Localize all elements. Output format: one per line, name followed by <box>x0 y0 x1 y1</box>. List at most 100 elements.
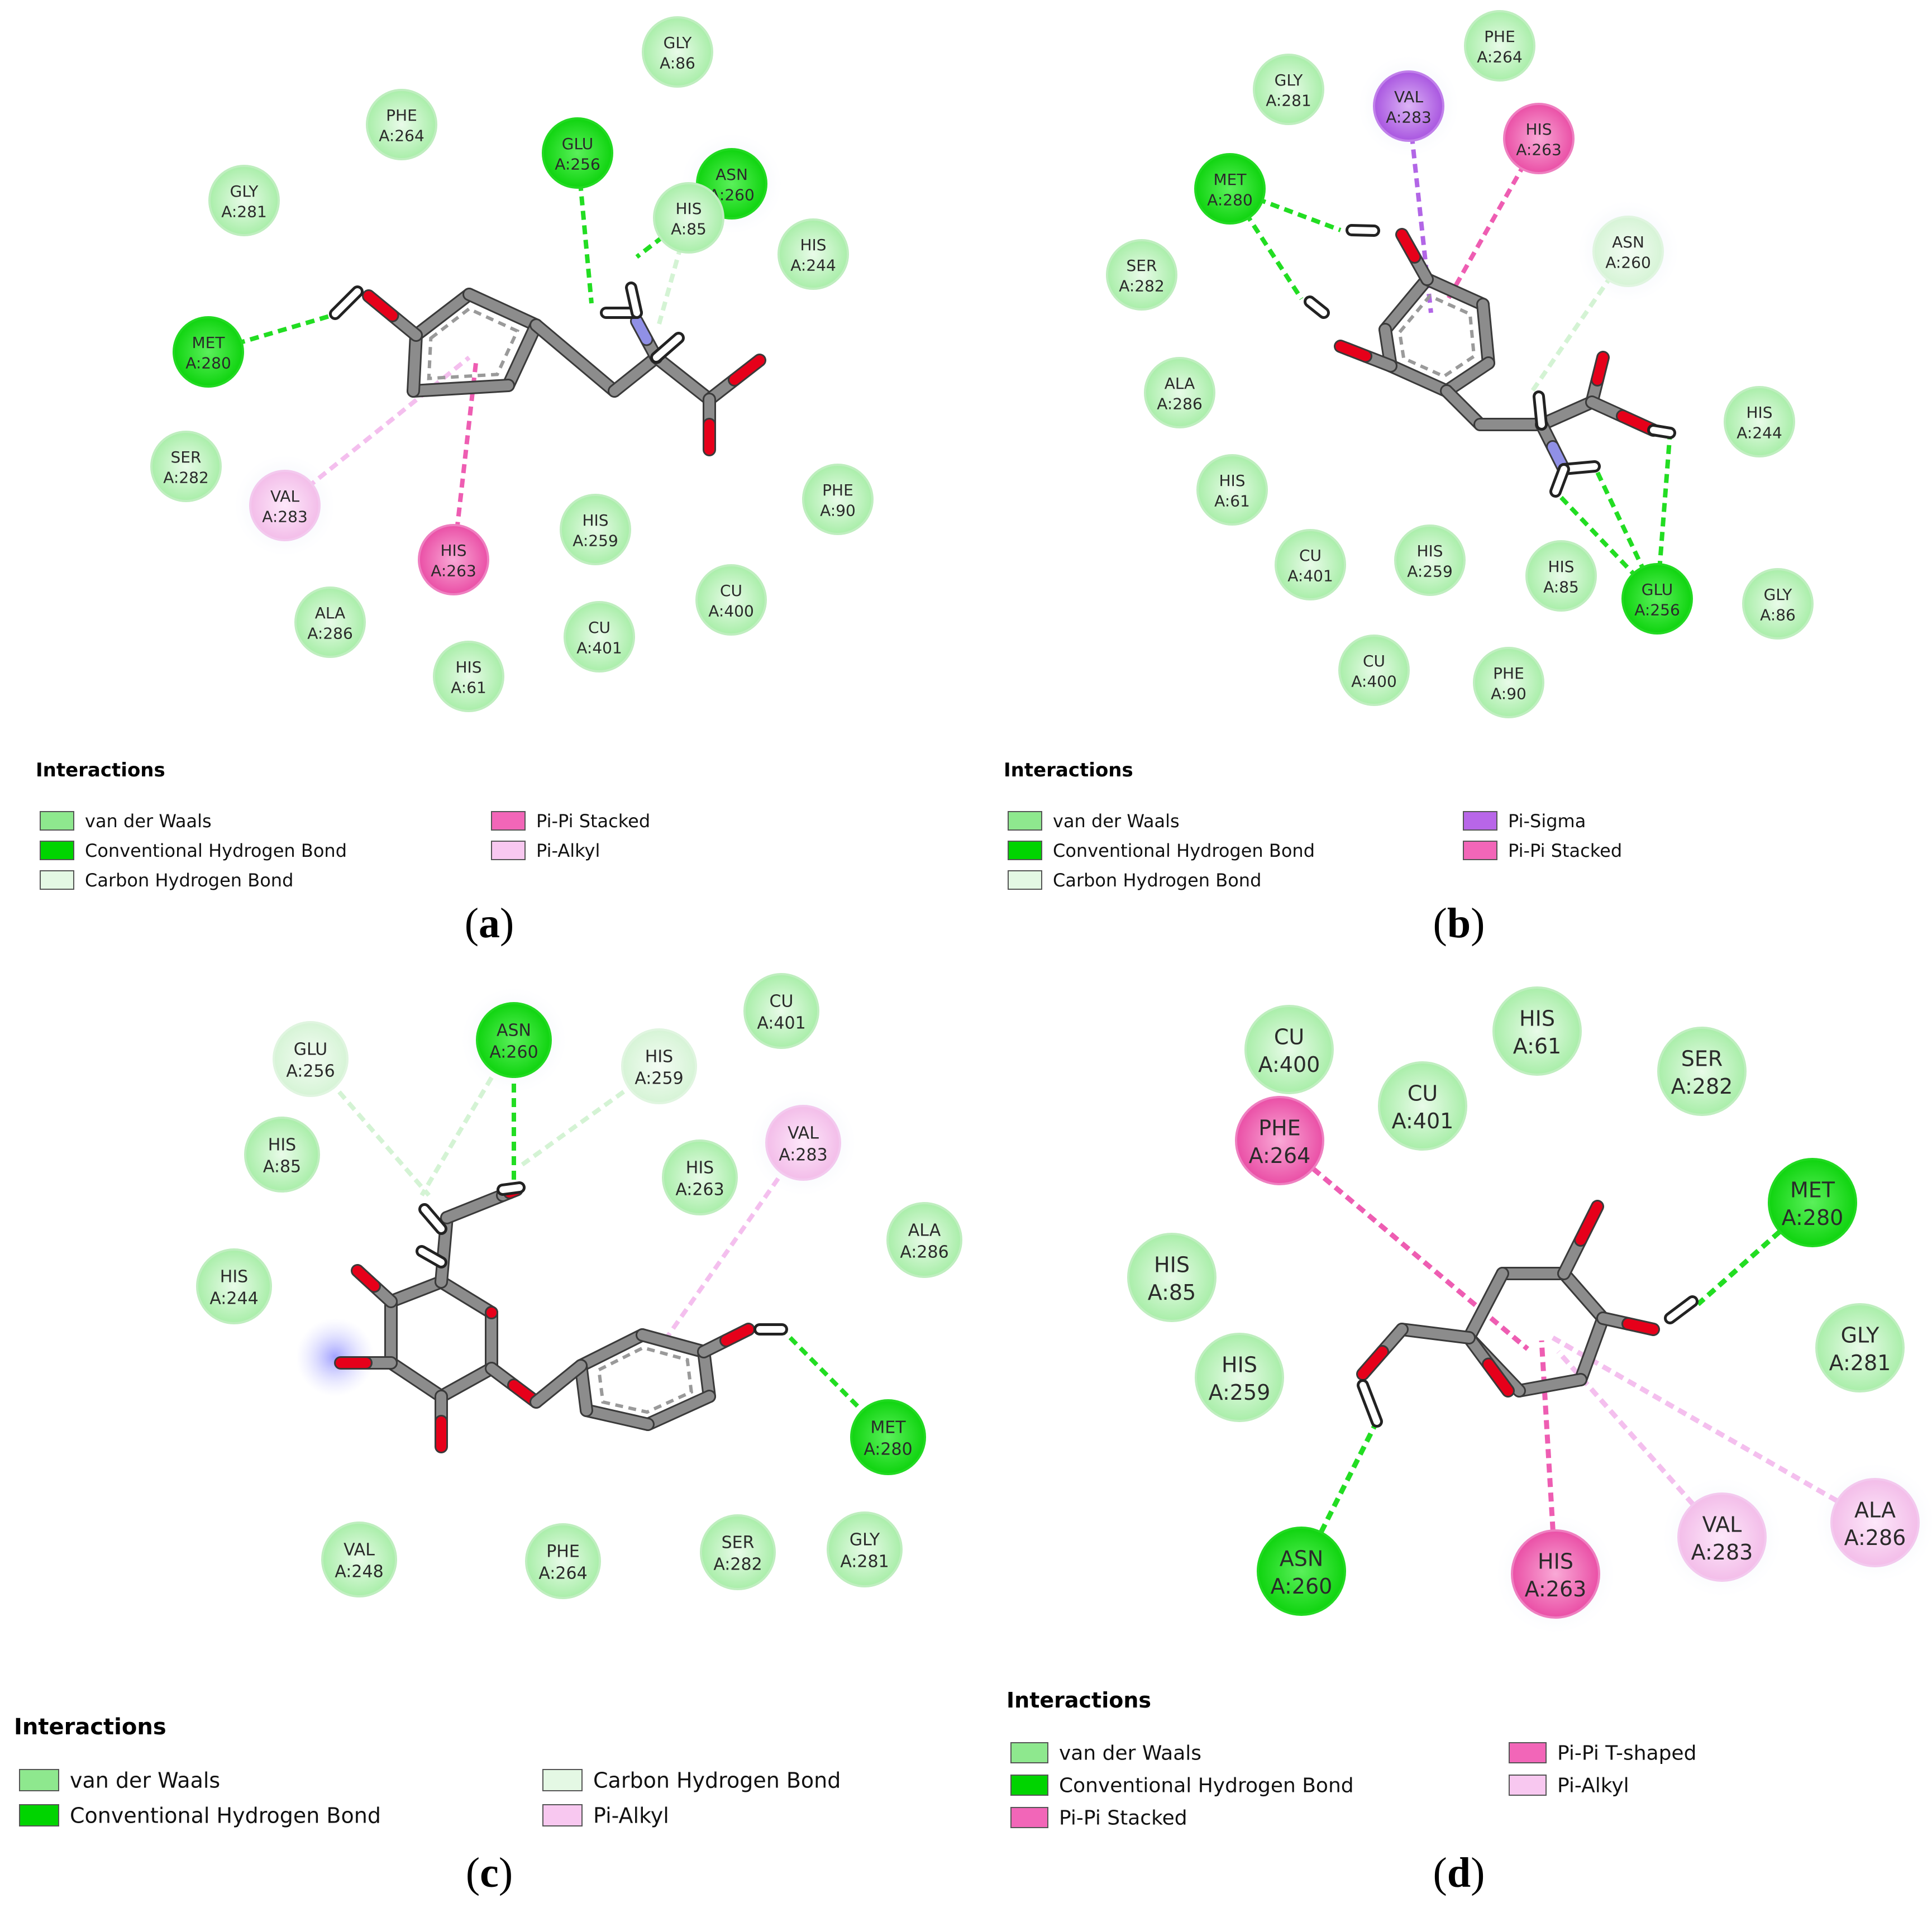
residue-name: GLY <box>230 182 259 201</box>
residue-name: MET <box>1790 1178 1835 1203</box>
residue-name: HIS <box>1548 557 1574 576</box>
legend-item-vdw: van der Waals <box>19 1768 220 1792</box>
residue-id: A:259 <box>573 531 618 550</box>
residue-id: A:86 <box>660 54 695 72</box>
legend-label: Conventional Hydrogen Bond <box>70 1803 381 1828</box>
residue-disc <box>662 1139 738 1215</box>
hbond-interaction-line <box>1554 490 1659 600</box>
residue-disc <box>802 464 874 535</box>
residue-disc <box>564 601 635 673</box>
residue-id: A:286 <box>307 624 353 642</box>
residue-id: A:85 <box>1148 1280 1196 1305</box>
hbond-interaction-line <box>1592 465 1659 600</box>
residue-id: A:283 <box>779 1146 827 1165</box>
panel-label-d: (d) <box>1433 1849 1485 1896</box>
residue-name: MET <box>1214 170 1247 189</box>
polar-atom-halo <box>296 1318 374 1396</box>
residue-disc <box>886 1202 962 1278</box>
residue-name: HIS <box>1519 1007 1555 1031</box>
legend-swatch <box>491 811 526 831</box>
legend-swatch <box>1010 1775 1048 1796</box>
legend-title: Interactions <box>1004 759 1133 781</box>
residue-disc <box>1394 524 1466 596</box>
residue-name: PHE <box>1493 664 1524 683</box>
legend-swatch <box>542 1804 583 1826</box>
residue-cu-a401: CUA:401 <box>743 973 819 1049</box>
residue-id: A:401 <box>1287 566 1333 585</box>
legend-swatch <box>1010 1807 1048 1828</box>
residue-id: A:401 <box>576 638 622 657</box>
residue-name: CU <box>1363 652 1385 670</box>
panel-label-b: (b) <box>1433 900 1485 947</box>
residue-gly-a281: GLY A:281 <box>1253 54 1324 125</box>
residue-name: HIS <box>268 1136 296 1155</box>
legend-swatch <box>491 841 526 860</box>
residue-id: A:281 <box>1266 91 1311 109</box>
residue-id: A:286 <box>900 1243 948 1262</box>
residue-disc <box>1724 386 1795 457</box>
residue-name: ALA <box>315 604 346 622</box>
legend-swatch <box>1463 841 1497 860</box>
residue-disc <box>1275 529 1346 600</box>
residue-disc <box>1144 357 1215 428</box>
residue-name: VAL <box>1702 1513 1742 1537</box>
residue-name: HIS <box>455 658 481 676</box>
residue-disc <box>1196 454 1268 526</box>
residue-name: HIS <box>1416 542 1443 560</box>
residue-name: ASN <box>715 165 748 184</box>
legend-label: Pi-Alkyl <box>1557 1775 1629 1797</box>
interaction-panel-d: CUA:400HISA:61SERA:282CUA:401PHEA:264MET… <box>1006 986 1932 1830</box>
panel-label-c: (c) <box>465 1849 513 1896</box>
residue-disc <box>1235 1096 1324 1185</box>
residue-id: A:400 <box>708 602 754 620</box>
residue-disc <box>1106 239 1177 311</box>
residue-name: ALA <box>1854 1498 1896 1523</box>
residue-id: A:264 <box>1249 1143 1311 1168</box>
pi-pi-stacked-interaction-line <box>1539 1340 1558 1575</box>
legend-title: Interactions <box>36 759 165 781</box>
residue-name: CU <box>588 618 610 637</box>
pi-alkyl-interaction-line <box>283 355 471 508</box>
residue-disc <box>1253 54 1324 125</box>
legend-label: Carbon Hydrogen Bond <box>593 1768 841 1792</box>
residue-id: A:282 <box>1671 1074 1733 1099</box>
legend-item-chbond: Carbon Hydrogen Bond <box>542 1768 841 1792</box>
residue-name: HIS <box>220 1267 248 1287</box>
legend-title: Interactions <box>1006 1688 1151 1713</box>
residue-name: HIS <box>440 541 466 560</box>
residue-name: SER <box>171 448 202 466</box>
residue-name: SER <box>1127 256 1157 275</box>
ligand-structure <box>1304 224 1676 498</box>
residue-name: GLY <box>1841 1323 1880 1348</box>
residue-disc <box>366 89 437 160</box>
legend-label: van der Waals <box>1053 810 1180 832</box>
pi-alkyl-interaction-line <box>662 1141 805 1342</box>
residue-name: GLY <box>1275 71 1304 89</box>
residue-cu-a401: CUA:401 <box>564 601 635 673</box>
residue-id: A:286 <box>1157 394 1203 413</box>
residue-disc <box>1525 540 1597 612</box>
legend-label: Conventional Hydrogen Bond <box>1053 840 1315 861</box>
residue-name: VAL <box>270 487 300 505</box>
legend-item-hbond: Conventional Hydrogen Bond <box>19 1803 381 1828</box>
residue-name: HIS <box>800 236 826 254</box>
legend-item-hbond: Conventional Hydrogen Bond <box>40 840 347 861</box>
